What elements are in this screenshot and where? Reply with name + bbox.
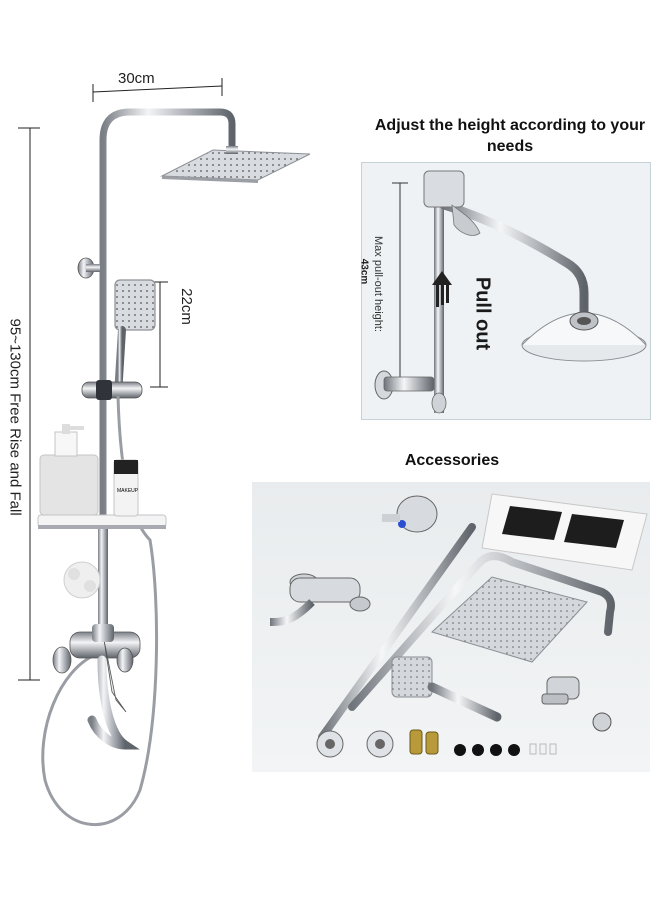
accessory-shelf	[481, 493, 648, 571]
handheld-dimension-label: 22cm	[177, 288, 195, 325]
accessory-flanges	[316, 730, 394, 758]
max-pullout-value: 43cm	[358, 258, 370, 285]
accessory-brass-fittings	[409, 729, 439, 755]
height-dimension-line	[18, 127, 40, 681]
accessory-washers	[454, 743, 557, 756]
accessory-rain-head	[431, 576, 588, 663]
adjust-height-title: Adjust the height according to your need…	[374, 117, 646, 155]
accessory-cap	[592, 712, 612, 732]
shampoo-shelf: MAKEUP	[37, 424, 167, 529]
bottle-label: MAKEUP	[117, 488, 139, 494]
pull-up-arrow	[432, 271, 452, 307]
accessory-riser-pipe	[318, 523, 476, 741]
accessories-panel	[252, 482, 650, 772]
width-dimension-label: 30cm	[118, 70, 155, 87]
height-dimension-label: 95~130cm Free Rise and Fall	[6, 318, 24, 516]
max-pullout-label: Max pull-out height:	[372, 236, 384, 332]
pull-out-label: Pull out	[471, 276, 494, 351]
bath-sponge	[63, 561, 101, 599]
shower-system-illustration: MAKEUP	[18, 78, 311, 826]
accessory-wall-bracket	[382, 495, 438, 533]
accessories-illustration	[269, 493, 648, 758]
slider-holder	[81, 380, 143, 400]
hand-shower	[114, 279, 156, 399]
accessory-arm-pipe	[348, 552, 615, 711]
mixer-valve	[52, 624, 141, 713]
riser-pipe	[99, 108, 236, 654]
height-adjust-detail	[361, 162, 651, 420]
accessories-title: Accessories	[404, 452, 500, 469]
bath-spout	[87, 655, 140, 750]
height-adjust-illustration	[374, 170, 647, 414]
accessory-mixer	[269, 573, 371, 626]
accessory-slider	[541, 676, 580, 705]
rain-shower-head	[160, 146, 311, 183]
width-dimension-line	[92, 78, 223, 102]
accessory-hand-shower	[391, 656, 502, 722]
wall-bracket	[77, 257, 100, 279]
